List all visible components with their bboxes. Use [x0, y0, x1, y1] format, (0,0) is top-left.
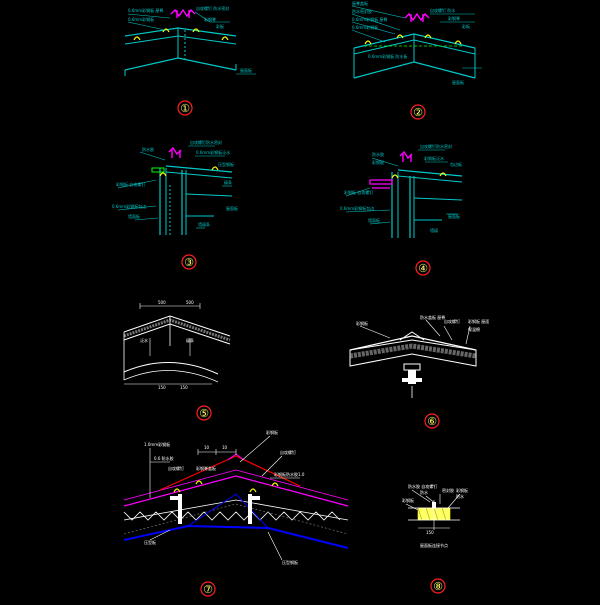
svg-text:彩钢板: 彩钢板	[266, 429, 278, 435]
svg-text:自攻螺钉: 自攻螺钉	[280, 449, 296, 455]
svg-text:屋面板: 屋面板	[240, 67, 252, 73]
svg-text:密封胶: 密封胶	[442, 487, 454, 493]
svg-text:0.6mm彩钢板 屋脊: 0.6mm彩钢板 屋脊	[352, 16, 387, 22]
svg-text:保温棉: 保温棉	[468, 326, 480, 332]
detail-8-number: ⑧	[430, 578, 446, 594]
svg-text:檩条: 檩条	[224, 179, 232, 185]
svg-text:压型板: 压型板	[144, 539, 156, 545]
svg-text:⑦: ⑦	[203, 583, 213, 596]
svg-text:墙面板: 墙面板	[128, 213, 140, 219]
detail-1-number: ①	[177, 100, 193, 116]
svg-text:屋面板: 屋面板	[226, 205, 238, 211]
svg-text:屋面板连接节点: 屋面板连接节点	[420, 542, 448, 548]
svg-text:彩钢板 自攻螺钉: 彩钢板 自攻螺钉	[344, 189, 373, 195]
svg-text:防水胶: 防水胶	[142, 146, 154, 152]
detail-6-drawing: 彩钢板 防水盖板 屋脊 自攻螺钉 彩钢板 屋面 保温棉	[349, 314, 489, 398]
detail-5-drawing: 500 500 150 150 泛水 檩条	[123, 300, 231, 390]
svg-text:屋脊盖板: 屋脊盖板	[352, 0, 368, 6]
svg-text:彩钢脊: 彩钢脊	[204, 16, 216, 22]
svg-text:彩钢板: 彩钢板	[402, 497, 414, 503]
svg-text:彩钢板防水胶1.0: 彩钢板防水胶1.0	[274, 471, 305, 477]
svg-text:自攻螺钉防水密封: 自攻螺钉防水密封	[190, 139, 222, 145]
svg-text:防水胶 自攻螺钉: 防水胶 自攻螺钉	[408, 483, 437, 489]
svg-text:自攻螺钉防水密封: 自攻螺钉防水密封	[420, 143, 452, 149]
svg-text:彩钢板泛水: 彩钢板泛水	[424, 155, 444, 161]
svg-text:自攻螺钉 防水密封: 自攻螺钉 防水密封	[196, 5, 229, 11]
svg-text:压型钢板: 压型钢板	[218, 161, 234, 167]
svg-text:1.0mm彩钢板: 1.0mm彩钢板	[144, 441, 170, 447]
svg-text:墙檩: 墙檩	[430, 227, 438, 233]
svg-text:彩钢脊: 彩钢脊	[448, 15, 460, 21]
svg-text:彩钢板 屋面: 彩钢板 屋面	[468, 318, 489, 324]
svg-text:防水胶: 防水胶	[372, 151, 384, 157]
svg-text:0.6 防水胶: 0.6 防水胶	[154, 455, 174, 461]
svg-text:彩板: 彩板	[216, 23, 224, 29]
svg-text:0.6mm彩钢板泛水: 0.6mm彩钢板泛水	[196, 149, 230, 155]
svg-text:彩钢板: 彩钢板	[356, 320, 368, 326]
svg-text:彩钢板 自攻螺钉: 彩钢板 自攻螺钉	[116, 181, 145, 187]
svg-text:彩钢板: 彩钢板	[372, 159, 384, 165]
svg-text:彩钢脊盖板: 彩钢脊盖板	[196, 465, 216, 471]
svg-text:0.6mm彩钢板: 0.6mm彩钢板	[128, 16, 154, 22]
svg-text:150: 150	[180, 385, 188, 390]
detail-4-number: ④	[415, 260, 431, 276]
svg-text:150: 150	[158, 385, 166, 390]
detail-5-number: ⑤	[196, 405, 212, 421]
svg-text:自攻螺钉: 自攻螺钉	[444, 318, 460, 324]
svg-text:500: 500	[186, 300, 194, 305]
detail-3-number: ③	[181, 254, 197, 270]
svg-text:10: 10	[222, 445, 228, 450]
svg-text:包边板: 包边板	[450, 161, 462, 167]
svg-text:150: 150	[426, 530, 434, 535]
svg-text:屋面板: 屋面板	[452, 79, 464, 85]
svg-text:彩钢板: 彩钢板	[456, 487, 468, 493]
svg-text:0.6mm彩钢板 防水板: 0.6mm彩钢板 防水板	[368, 53, 407, 59]
svg-text:自攻螺钉 防水: 自攻螺钉 防水	[430, 7, 455, 13]
svg-text:0.6mm彩钢板包边: 0.6mm彩钢板包边	[112, 203, 146, 209]
detail-2-number: ②	[410, 104, 426, 120]
svg-text:10: 10	[204, 445, 210, 450]
svg-text:⑧: ⑧	[433, 580, 443, 593]
svg-text:0.6mm彩钢板: 0.6mm彩钢板	[352, 24, 378, 30]
svg-text:自攻螺钉: 自攻螺钉	[168, 465, 184, 471]
detail-8-drawing: 防水胶 自攻螺钉防水 密封胶彩钢板 防水彩钢板 150屋面板连接节点	[402, 483, 468, 548]
svg-text:防水: 防水	[420, 489, 428, 495]
svg-text:防水: 防水	[456, 493, 464, 499]
svg-text:压型钢板: 压型钢板	[282, 559, 298, 565]
svg-text:防水盖板 屋脊: 防水盖板 屋脊	[420, 314, 445, 320]
svg-text:④: ④	[418, 262, 428, 275]
svg-text:①: ①	[180, 102, 190, 115]
detail-6-number: ⑥	[424, 413, 440, 429]
detail-7-number: ⑦	[200, 581, 216, 597]
svg-text:防水密封胶: 防水密封胶	[352, 8, 372, 14]
svg-text:墙面板: 墙面板	[368, 217, 380, 223]
svg-text:彩板: 彩板	[462, 23, 470, 29]
svg-text:檩条: 檩条	[186, 337, 194, 343]
svg-text:泛水: 泛水	[140, 337, 148, 343]
svg-text:屋面板: 屋面板	[448, 213, 460, 219]
svg-text:0.6mm彩钢板 屋脊: 0.6mm彩钢板 屋脊	[128, 7, 163, 13]
svg-text:墙檩条: 墙檩条	[198, 221, 210, 227]
svg-text:500: 500	[158, 300, 166, 305]
svg-text:0.6mm彩钢板包边: 0.6mm彩钢板包边	[340, 205, 374, 211]
svg-text:⑤: ⑤	[199, 407, 209, 420]
svg-text:②: ②	[413, 106, 423, 119]
svg-text:⑥: ⑥	[427, 415, 437, 428]
svg-text:③: ③	[184, 256, 194, 269]
